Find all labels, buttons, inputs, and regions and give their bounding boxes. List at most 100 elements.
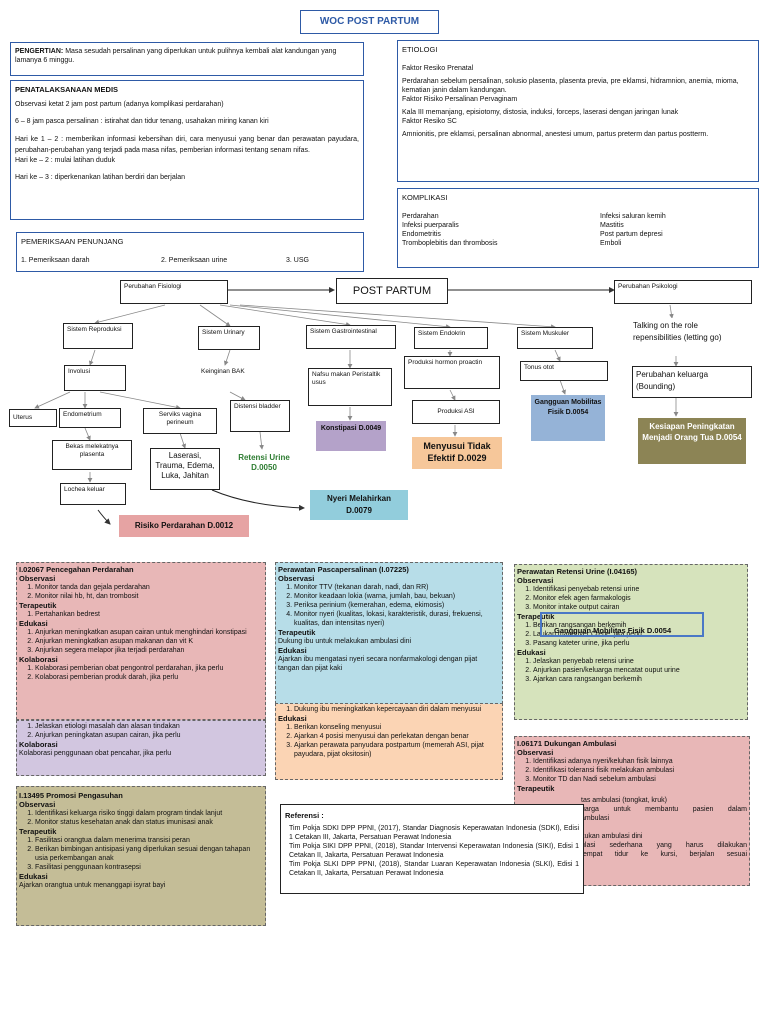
edukasi-label: Edukasi	[278, 646, 307, 655]
referensi-item: Tim Pokja SIKI DPP PPNI, (2018), Standar…	[289, 843, 579, 859]
observasi-label: Observasi	[517, 576, 554, 585]
dx-gangguan-mobilitas: Gangguan Mobilitas Fisik D.0054	[531, 395, 605, 441]
intervensi-perdarahan-box: I.02067 Pencegahan Perdarahan Observasi …	[16, 562, 266, 720]
intervensi-title: Perawatan Retensi Urine (I.04165)	[517, 567, 638, 576]
list-item: Monitor nyeri (kualitas, lokasi, karakte…	[294, 610, 500, 628]
intervensi-title: I.06171 Dukungan Ambulasi	[517, 739, 617, 748]
list-item: Ajarkan perawata panyudara postpartum (m…	[294, 741, 500, 759]
penatalaksanaan-line: Hari ke – 2 : mulai latihan duduk	[15, 157, 115, 164]
gangguan-mobilitas-overlay: Gangguan Mobilitas Fisik D.0054	[540, 612, 704, 637]
post-partum-node: POST PARTUM	[336, 278, 448, 304]
referensi-heading: Referensi :	[285, 811, 324, 820]
dx-nyeri: Nyeri Melahirkan D.0079	[310, 490, 408, 520]
edukasi-label: Edukasi	[19, 619, 48, 628]
produksi-hormon-node: Produksi hormon proactin	[404, 356, 500, 389]
ambulasi-fragment: ambulasi	[581, 815, 610, 822]
list-item: Fasilitasi orangtua dalam menerima trans…	[35, 836, 263, 845]
intervensi-menyusui-box: Dukung ibu meningkatkan kepercayaan diri…	[275, 698, 503, 780]
dx-kesiapan: Kesiapan Peningkatan Menjadi Orang Tua D…	[638, 418, 746, 464]
list-item: Jelaskan etiologi masalah dan alasan tin…	[35, 722, 263, 731]
dx-menyusui: Menyusui Tidak Efektif D.0029	[412, 437, 502, 469]
sistem-reproduksi-node: Sistem Reproduksi	[63, 323, 133, 349]
list-item: Anjurkan peningkatan asupan cairan, jika…	[35, 731, 263, 740]
list-item: Kolaborasi pemberian produk darah, jika …	[35, 673, 263, 682]
list-item: Monitor status kesehatan anak dan status…	[35, 818, 263, 827]
ambulasi-fragment: tas ambulasi (tongkat, kruk)	[581, 797, 667, 804]
list-item: Anjurkan meningkatkan asupan cairan untu…	[35, 628, 263, 637]
laserasi-node: Laserasi, Trauma, Edema, Luka, Jahitan	[150, 448, 220, 490]
list-item: Laukan maneuver Crede, jika perlu	[533, 630, 745, 639]
list-item: Kolaborasi pemberian obat pengontrol per…	[35, 664, 263, 673]
list-item: Ajarkan 4 posisi menyusui dan perlekatan…	[294, 732, 500, 741]
endometrium-node: Endometrium	[59, 408, 121, 428]
list-item: Monitor nilai hb, ht, dan trombosit	[35, 592, 263, 601]
serviks-node: Serviks vagina perineum	[143, 408, 217, 434]
komplikasi-heading: KOMPLIKASI	[402, 193, 448, 202]
komplikasi-item: Infeksi puerparalis	[402, 222, 459, 229]
list-item: Jelaskan penyebab retensi urine	[533, 657, 745, 666]
list-item: Monitor efek agen farmakologis	[533, 594, 745, 603]
referensi-box: Referensi : Tim Pokja SDKI DPP PPNI, (20…	[280, 804, 584, 894]
edukasi-label: Edukasi	[278, 714, 307, 723]
pemeriksaan-item: 2. Pemeriksaan urine	[161, 257, 228, 264]
komplikasi-item: Tromboplebitis dan thrombosis	[402, 240, 498, 247]
talking-node: Talking on the role repensibilities (let…	[630, 318, 748, 356]
pengertian-text: Masa sesudah persalinan yang diperlukan …	[15, 48, 337, 64]
kolaborasi-label: Kolaborasi	[19, 740, 58, 749]
terapeutik-label: Terapeutik	[19, 827, 57, 836]
observasi-label: Observasi	[278, 574, 315, 583]
referensi-item: Tim Pokja SDKI DPP PPNI, (2017), Standar…	[289, 825, 579, 841]
observasi-label: Observasi	[19, 574, 56, 583]
list-item: Identifikasi toleransi fisik melakukan a…	[533, 766, 747, 775]
etiologi-line: Amnionitis, pre eklamsi, persalinan abno…	[402, 131, 709, 138]
referensi-item: Tim Pokja SLKI DPP PPNI, (2018), Standar…	[289, 861, 579, 877]
distensi-bladder-node: Distensi bladder	[230, 400, 290, 432]
sistem-muskuler-node: Sistem Muskuler	[517, 327, 593, 349]
komplikasi-item: Perdarahan	[402, 213, 439, 220]
sistem-urinary-node: Sistem Urinary	[198, 326, 260, 350]
ambulasi-fragment: tempat tidur ke kursi, berjalan sesuai	[581, 851, 747, 858]
pemeriksaan-item: 3. USG	[286, 257, 309, 264]
page-title: WOC POST PARTUM	[300, 10, 439, 34]
etiologi-line: Faktor Resiko SC	[402, 118, 457, 125]
penatalaksanaan-heading: PENATALAKSANAAN MEDIS	[15, 85, 119, 94]
edukasi-text: Ajarkan orangtua untuk menanggapi isyrat…	[19, 882, 166, 889]
penatalaksanaan-line: Hari ke – 3 : diperkenankan latihan berd…	[15, 174, 186, 181]
etiologi-line: Faktor Risiko Persalinan Pervaginam	[402, 96, 518, 103]
kolaborasi-label: Kolaborasi	[19, 655, 58, 664]
intervensi-title: I.13495 Promosi Pengasuhan	[19, 791, 123, 800]
list-item: Anjurkan pasien/keluarga mencatat ouput …	[533, 666, 745, 675]
list-item: Monitor keadaan lokia (warna, jumlah, ba…	[294, 592, 500, 601]
edukasi-text: Ajarkan ibu mengatasi nyeri secara nonfa…	[278, 656, 478, 672]
terapeutik-text: Dukung ibu untuk melakukan ambulasi dini	[278, 638, 412, 645]
intervensi-title: Perawatan Pascapersalinan (I.07225)	[278, 565, 409, 574]
intervensi-retensi-box: Perawatan Retensi Urine (I.04165) Observ…	[514, 564, 748, 720]
sistem-gastro-node: Sistem Gastrointestinal	[306, 325, 396, 349]
etiologi-line: Perdarahan sebelum persalinan, solusio p…	[402, 78, 739, 94]
pengertian-box: PENGERTIAN: Masa sesudah persalinan yang…	[10, 42, 364, 76]
intervensi-pascapersalinan-box: Perawatan Pascapersalinan (I.07225) Obse…	[275, 562, 503, 704]
list-item: Anjurkan segera melapor jika terjadi per…	[35, 646, 263, 655]
post-partum-label: POST PARTUM	[352, 285, 432, 297]
list-item: Anjurkan meningkatkan asupan makanan dan…	[35, 637, 263, 646]
dx-risiko-perdarahan: Risiko Perdarahan D.0012	[119, 515, 249, 537]
etiologi-line: Kala III memanjang, episiotomy, distosia…	[402, 109, 679, 116]
observasi-label: Observasi	[517, 748, 554, 757]
list-item: Pasang kateter urine, jika perlu	[533, 639, 745, 648]
ambulasi-fragment: uarga untuk membantu pasien dalam	[581, 806, 747, 813]
terapeutik-label: Terapeutik	[278, 628, 316, 637]
list-item: Pertahankan bedrest	[35, 610, 263, 619]
pemeriksaan-box: PEMERIKSAAN PENUNJANG 1. Pemeriksaan dar…	[16, 232, 364, 272]
list-item: Identifikasi penyebab retensi urine	[533, 585, 745, 594]
pemeriksaan-item: 1. Pemeriksaan darah	[21, 257, 90, 264]
list-item: Identifikasi adanya nyeri/keluhan fisik …	[533, 757, 747, 766]
produksi-asi-node: Produksi ASI	[412, 400, 500, 424]
lochea-keluar-node: Lochea keluar	[60, 483, 126, 505]
perubahan-keluarga-node: Perubahan keluarga (Bounding)	[632, 366, 752, 398]
ambulasi-fragment: kukan ambulasi dini	[581, 833, 643, 840]
komplikasi-item: Endometritis	[402, 231, 441, 238]
list-item: Monitor intake output cairan	[533, 603, 745, 612]
pemeriksaan-heading: PEMERIKSAAN PENUNJANG	[21, 237, 124, 246]
list-item: Berikan konseling menyusui	[294, 723, 500, 732]
ambulasi-fragment: ulasi sederhana yang harus dilakukan	[581, 842, 747, 849]
